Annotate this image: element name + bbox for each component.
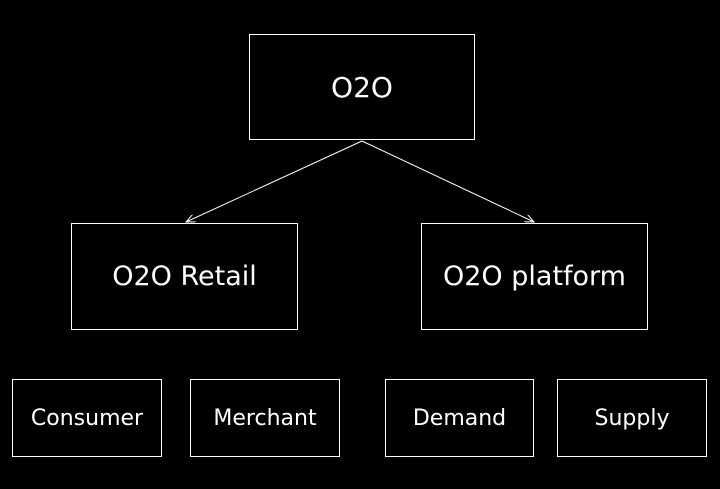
node-merchant: Merchant	[190, 379, 340, 457]
node-o2o-label: O2O	[331, 70, 393, 104]
node-demand: Demand	[385, 379, 534, 457]
arrow-root-to-retail	[186, 140, 363, 222]
node-o2o-retail-label: O2O Retail	[112, 261, 257, 292]
node-supply: Supply	[557, 379, 707, 457]
node-supply-label: Supply	[594, 405, 670, 431]
node-consumer: Consumer	[12, 379, 162, 457]
node-merchant-label: Merchant	[213, 405, 317, 431]
node-o2o-platform: O2O platform	[421, 223, 648, 330]
node-o2o: O2O	[249, 34, 475, 140]
node-demand-label: Demand	[412, 405, 507, 431]
arrow-root-to-platform	[361, 140, 534, 222]
node-consumer-label: Consumer	[30, 405, 144, 431]
node-o2o-retail: O2O Retail	[71, 223, 298, 330]
node-o2o-platform-label: O2O platform	[443, 261, 626, 292]
